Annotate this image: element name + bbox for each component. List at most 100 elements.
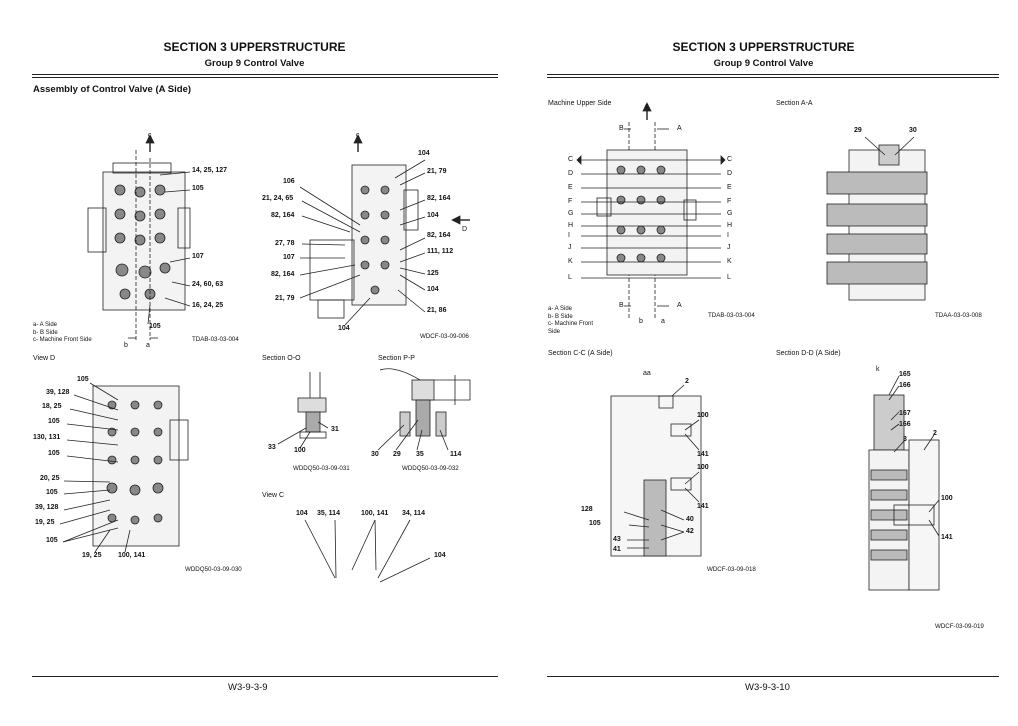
part-label: 18, 25 [42, 403, 62, 410]
figure-code: TDAA-03-03-008 [935, 312, 982, 319]
footer-rule [547, 676, 999, 677]
valve-a-side-drawing [87, 134, 191, 340]
figure-title: Assembly of Control Valve (A Side) [33, 84, 192, 95]
part-label: 100, 141 [361, 510, 389, 517]
view-title: View D [33, 355, 56, 362]
part-label: 82, 164 [427, 195, 451, 202]
section-o-o-drawing [277, 372, 329, 449]
part-label: 82, 164 [427, 232, 451, 239]
row-label-right: H [727, 222, 733, 229]
part-label: 100 [294, 447, 306, 454]
part-label: 104 [434, 552, 446, 559]
row-label-right: C [727, 156, 733, 163]
part-label: 104 [427, 212, 439, 219]
section-c-c-drawing [610, 384, 702, 557]
side-a-label: a [661, 318, 665, 325]
part-label: 33 [268, 444, 276, 451]
part-label: 40 [686, 516, 694, 523]
legend-item: c- Machine Front Side [33, 337, 92, 343]
section-heading: SECTION 3 UPPERSTRUCTURE [163, 40, 346, 54]
left-page: SECTION 3 UPPERSTRUCTURE Group 9 Control… [32, 40, 498, 693]
legend: a- A Side b- B Side c- Machine Front Sid… [33, 322, 92, 345]
part-label: 105 [192, 185, 204, 192]
section-a-label: A [677, 302, 682, 309]
legend-item: Side [548, 328, 561, 335]
figure-code: TDAB-03-03-004 [708, 312, 755, 319]
part-label: 105 [149, 323, 161, 330]
part-label: 128 [581, 506, 593, 513]
figure-code: WDDQ50-03-09-031 [293, 465, 350, 472]
part-label: 105 [48, 450, 60, 457]
part-label: 165 [899, 371, 911, 378]
part-label: 19, 25 [82, 552, 102, 559]
part-label: 21, 79 [275, 295, 295, 302]
part-label: 166 [899, 421, 911, 428]
part-label: 100 [697, 412, 709, 419]
part-label: 21, 86 [427, 307, 447, 314]
part-label: 24, 60, 63 [192, 281, 224, 288]
part-label: 106 [283, 178, 295, 185]
part-label: 100, 141 [118, 552, 146, 559]
legend-item: b- B Side [33, 329, 58, 336]
row-label-left: D [568, 170, 574, 177]
right-page: SECTION 3 UPPERSTRUCTURE Group 9 Control… [509, 0, 1018, 726]
legend-item: b- B Side [548, 313, 573, 320]
figure-code: TDAB-03-03-004 [192, 336, 239, 343]
part-label: 141 [697, 503, 709, 510]
header-rule [32, 77, 498, 78]
part-label: 27, 78 [275, 240, 295, 247]
section-heading: SECTION 3 UPPERSTRUCTURE [672, 40, 855, 54]
part-label: 19, 25 [35, 519, 55, 526]
part-label: 111, 112 [427, 248, 454, 255]
figure-code: WDCF-03-09-018 [707, 566, 756, 573]
part-label: 42 [686, 528, 694, 535]
figure-code: WDCF-03-09-019 [935, 623, 984, 630]
section-marker: aa [643, 370, 651, 377]
part-label: 166 [899, 382, 911, 389]
row-label-right: J [727, 244, 731, 251]
part-label: 105 [589, 520, 601, 527]
legend-item: c- Machine Front [548, 321, 594, 327]
figure-code: WDDQ50-03-09-032 [402, 465, 459, 472]
part-label: 107 [283, 254, 295, 261]
part-label: 29 [854, 127, 862, 134]
part-label: 30 [909, 127, 917, 134]
part-label: 107 [192, 253, 204, 260]
header-rule [547, 77, 999, 78]
legend: a- A Side b- B Side c- Machine Front Sid… [548, 306, 593, 336]
row-label-left: E [568, 184, 573, 191]
figure-code: WDDQ50-03-09-030 [185, 566, 242, 573]
view-d-drawing [59, 382, 189, 553]
part-label: 105 [48, 418, 60, 425]
row-label-left: L [568, 274, 572, 281]
part-label: 82, 164 [271, 271, 295, 278]
part-label: 100 [697, 464, 709, 471]
section-d-d-drawing [868, 375, 940, 591]
part-label: 20, 25 [40, 475, 60, 482]
row-label-right: K [727, 258, 732, 265]
part-label: 21, 79 [427, 168, 447, 175]
part-label: 105 [46, 537, 58, 544]
row-label-right: F [727, 198, 732, 205]
section-a-a-drawing [826, 136, 928, 301]
part-label: 130, 131 [33, 434, 61, 441]
row-label-right: G [727, 210, 733, 217]
arrow-c-label: c [356, 132, 360, 139]
part-label: 43 [613, 536, 621, 543]
side-b-label: b [124, 342, 128, 349]
part-label: 100 [941, 495, 953, 502]
valve-b-side-drawing [299, 134, 470, 326]
legend-item: a- A Side [548, 306, 573, 312]
section-title: Section D-D (A Side) [776, 350, 841, 357]
section-title: Section O-O [262, 355, 301, 362]
part-label: 167 [899, 410, 911, 417]
row-label-right: E [727, 184, 732, 191]
page-number: W3-9-3-10 [745, 682, 790, 693]
part-label: 104 [427, 286, 439, 293]
page-number: W3-9-3-9 [228, 682, 268, 693]
arrow-d-label: D [462, 226, 468, 233]
part-label: 105 [77, 376, 89, 383]
row-label-left: J [568, 244, 572, 251]
legend-item: a- A Side [33, 322, 58, 328]
section-title: Section P-P [378, 355, 415, 362]
